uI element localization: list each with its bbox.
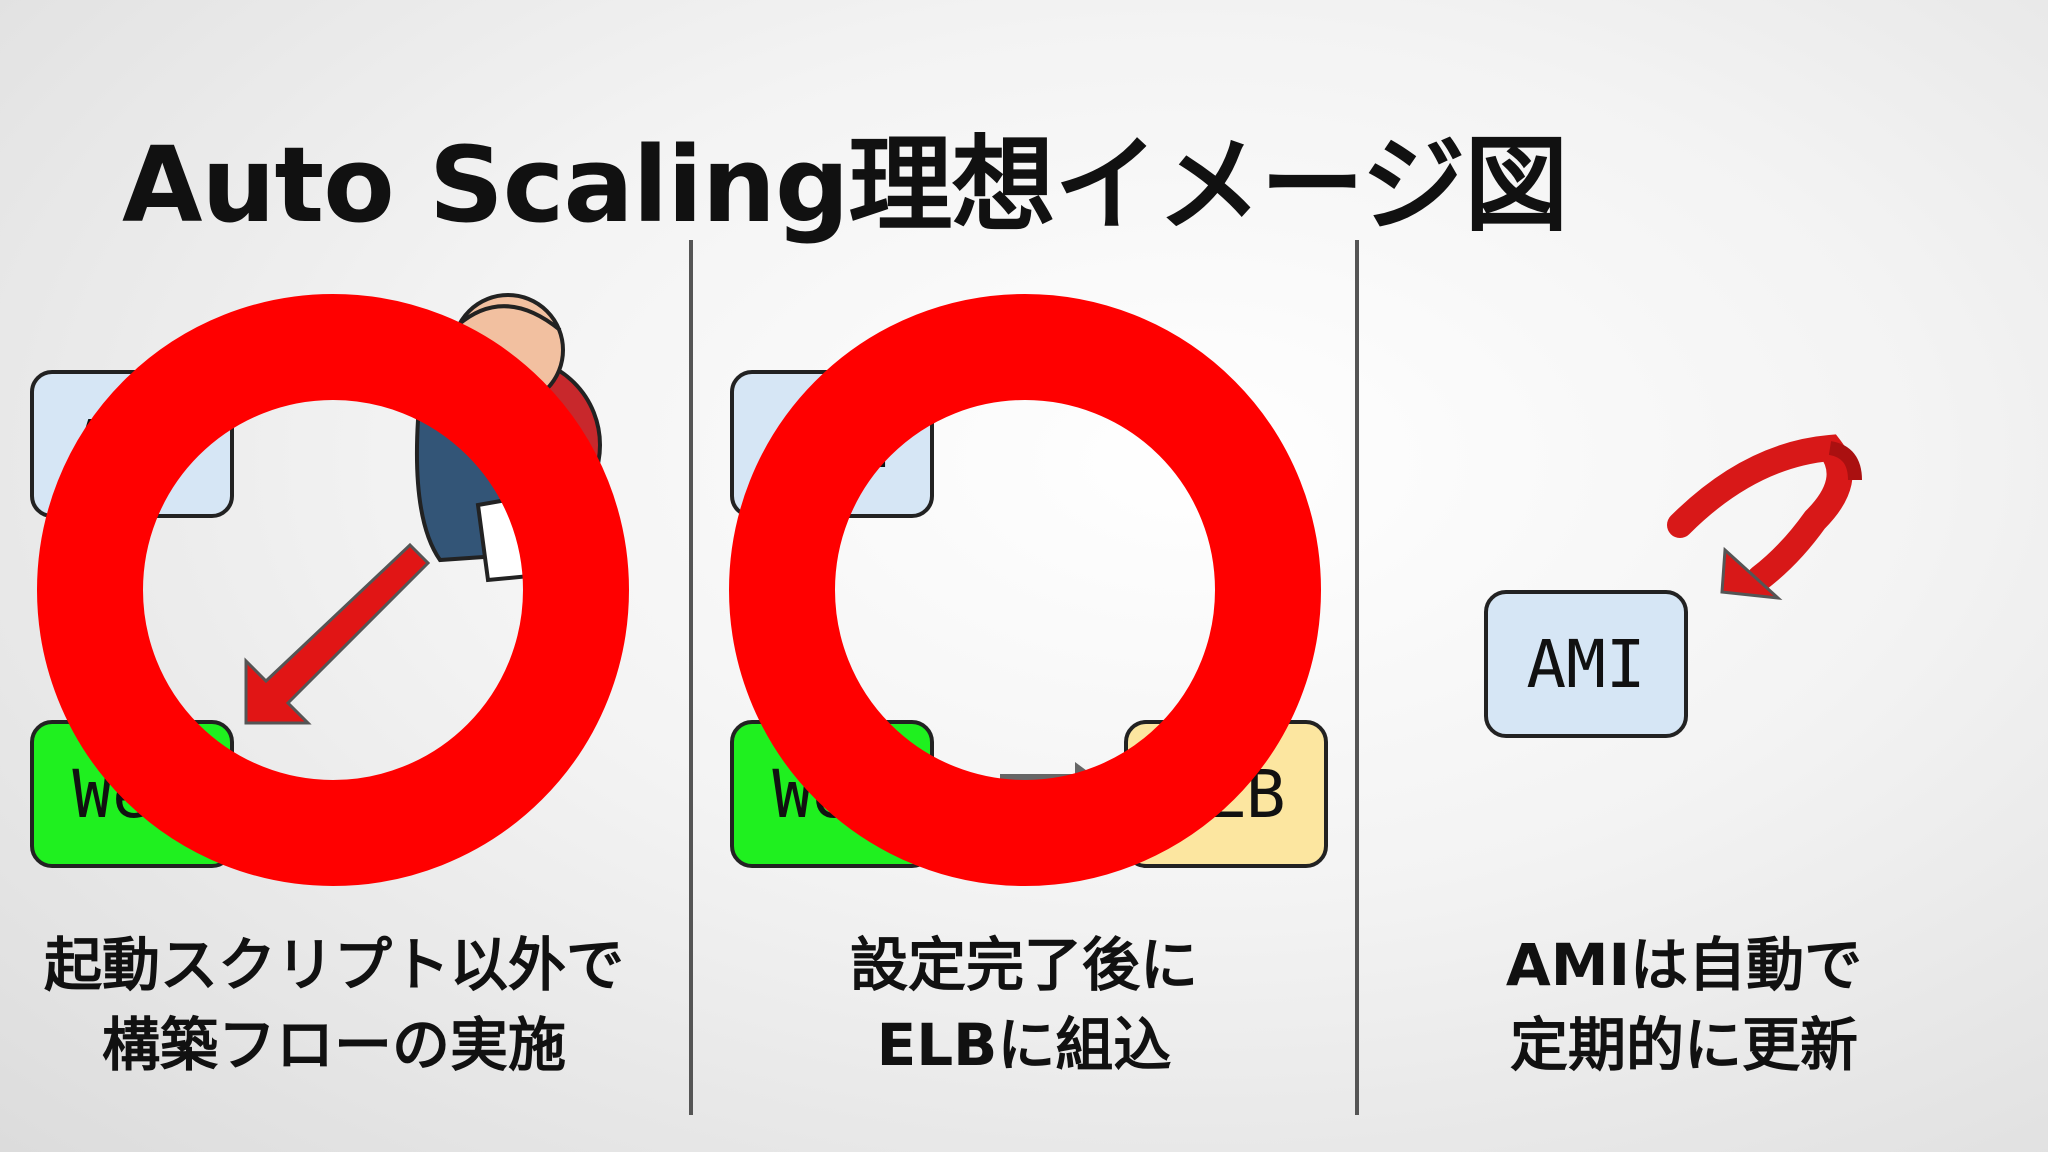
panel3-caption: AMIは自動で 定期的に更新 <box>1374 925 1994 1085</box>
arrow-icon <box>244 542 431 725</box>
panel1-caption: 起動スクリプト以外で 構築フローの実施 <box>24 925 644 1085</box>
panel2-caption: 設定完了後に ELBに組込 <box>714 925 1334 1085</box>
panel2-caption-line1: 設定完了後に <box>849 931 1198 999</box>
panel3-caption-line1: AMIは自動で <box>1505 931 1863 999</box>
panel3-caption-line2: 定期的に更新 <box>1509 1011 1858 1079</box>
panel3-ami-label: AMI <box>1526 625 1646 703</box>
refresh-arrow-icon <box>1667 434 1862 600</box>
panel2-caption-line2: ELBに組込 <box>876 1011 1172 1079</box>
divider-left <box>689 240 693 1115</box>
circle-ok-mark-icon <box>729 294 1321 886</box>
panel3-ami-box: AMI <box>1484 590 1688 738</box>
circle-ok-mark-icon <box>37 294 629 886</box>
slide-title: Auto Scaling理想イメージ図 <box>122 124 1568 246</box>
divider-right <box>1355 240 1359 1115</box>
panel1-caption-line2: 構築フローの実施 <box>101 1011 566 1079</box>
panel1-caption-line1: 起動スクリプト以外で <box>43 931 624 999</box>
